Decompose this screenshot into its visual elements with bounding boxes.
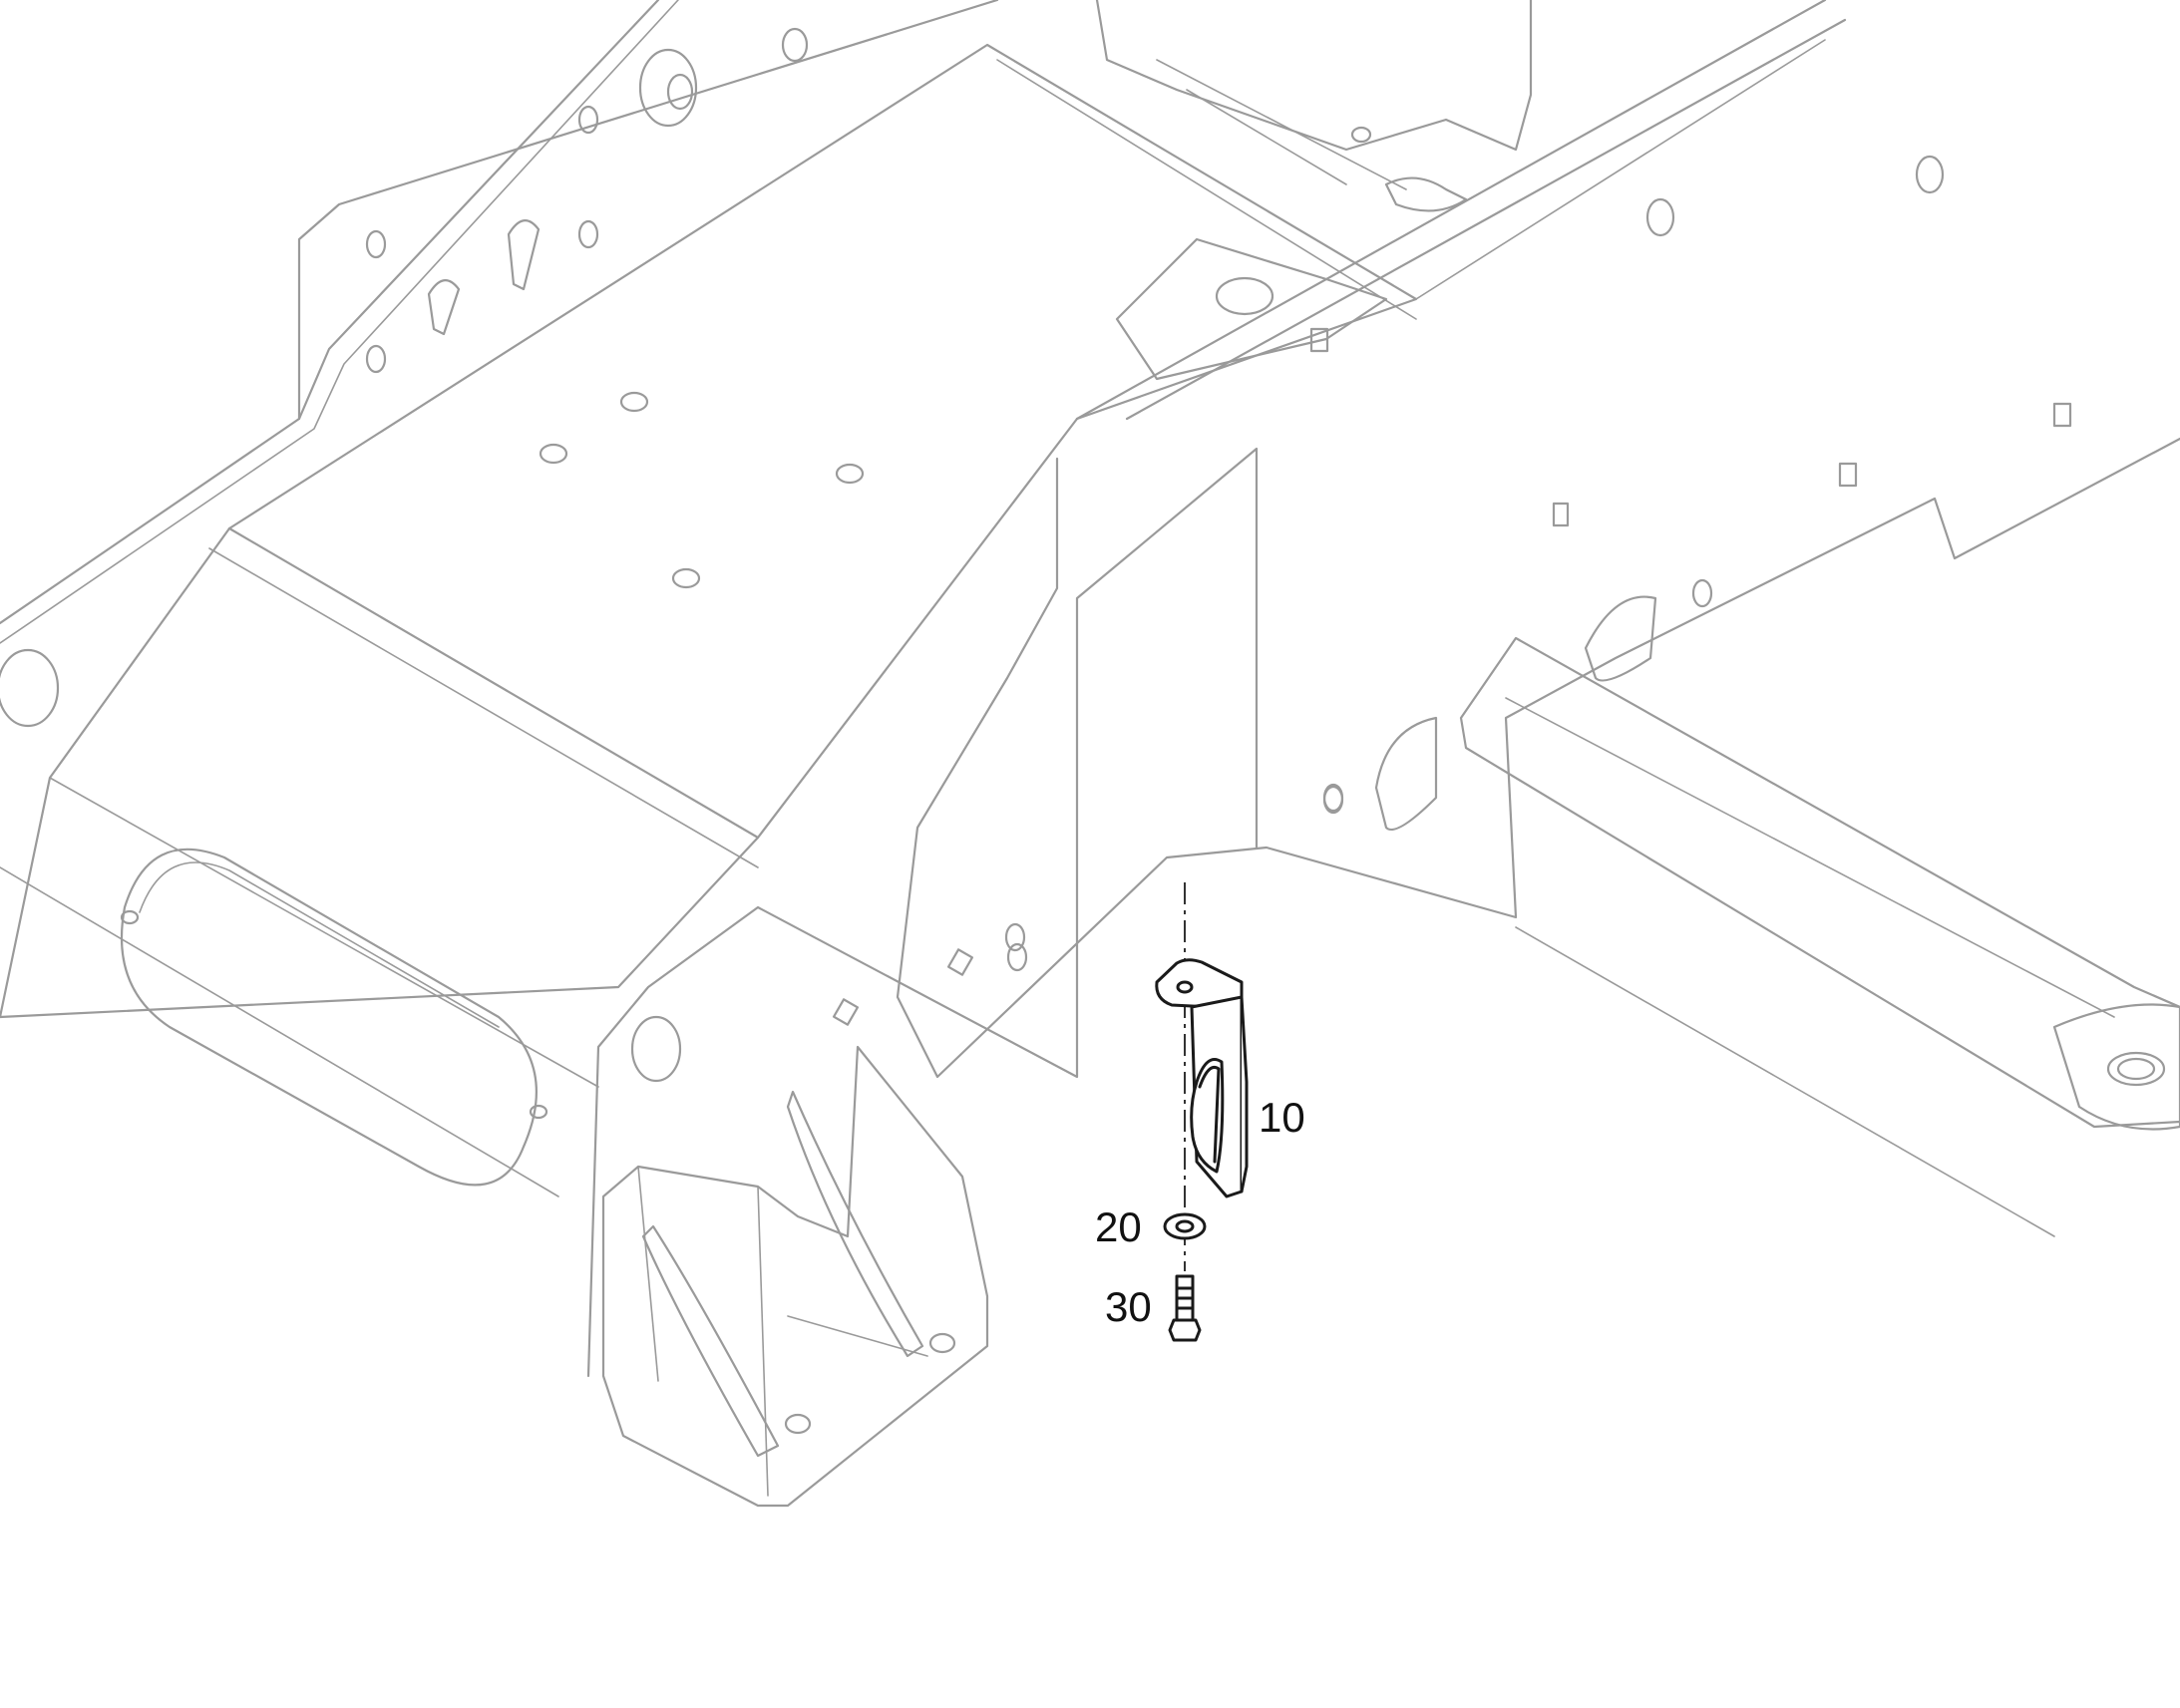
callout-washer-label: 20 <box>1095 1203 1142 1250</box>
part-bolt <box>1168 1274 1202 1342</box>
frame-upright-plate <box>297 0 999 421</box>
frame-rear-crossmember <box>1095 0 1533 152</box>
callout-bolt-label: 30 <box>1105 1283 1152 1330</box>
frame-right-web <box>896 437 2180 1079</box>
frame-right-rail <box>1075 0 1847 421</box>
part-bracket <box>1155 958 1249 1198</box>
frame-oval-cutout <box>120 848 538 1187</box>
frame-top-deck <box>227 43 1418 840</box>
frame-foot-bracket <box>601 1045 989 1508</box>
machine-frame <box>0 0 2180 1508</box>
frame-left-rail-lower <box>0 526 760 1019</box>
callout-bracket-label: 10 <box>1259 1094 1305 1141</box>
frame-left-rail <box>0 0 660 625</box>
frame-front-plate <box>586 447 1259 1378</box>
frame-cross-boss <box>1115 237 1388 381</box>
frame-drawbar-arm <box>1459 636 2180 1129</box>
part-washer <box>1163 1212 1207 1240</box>
